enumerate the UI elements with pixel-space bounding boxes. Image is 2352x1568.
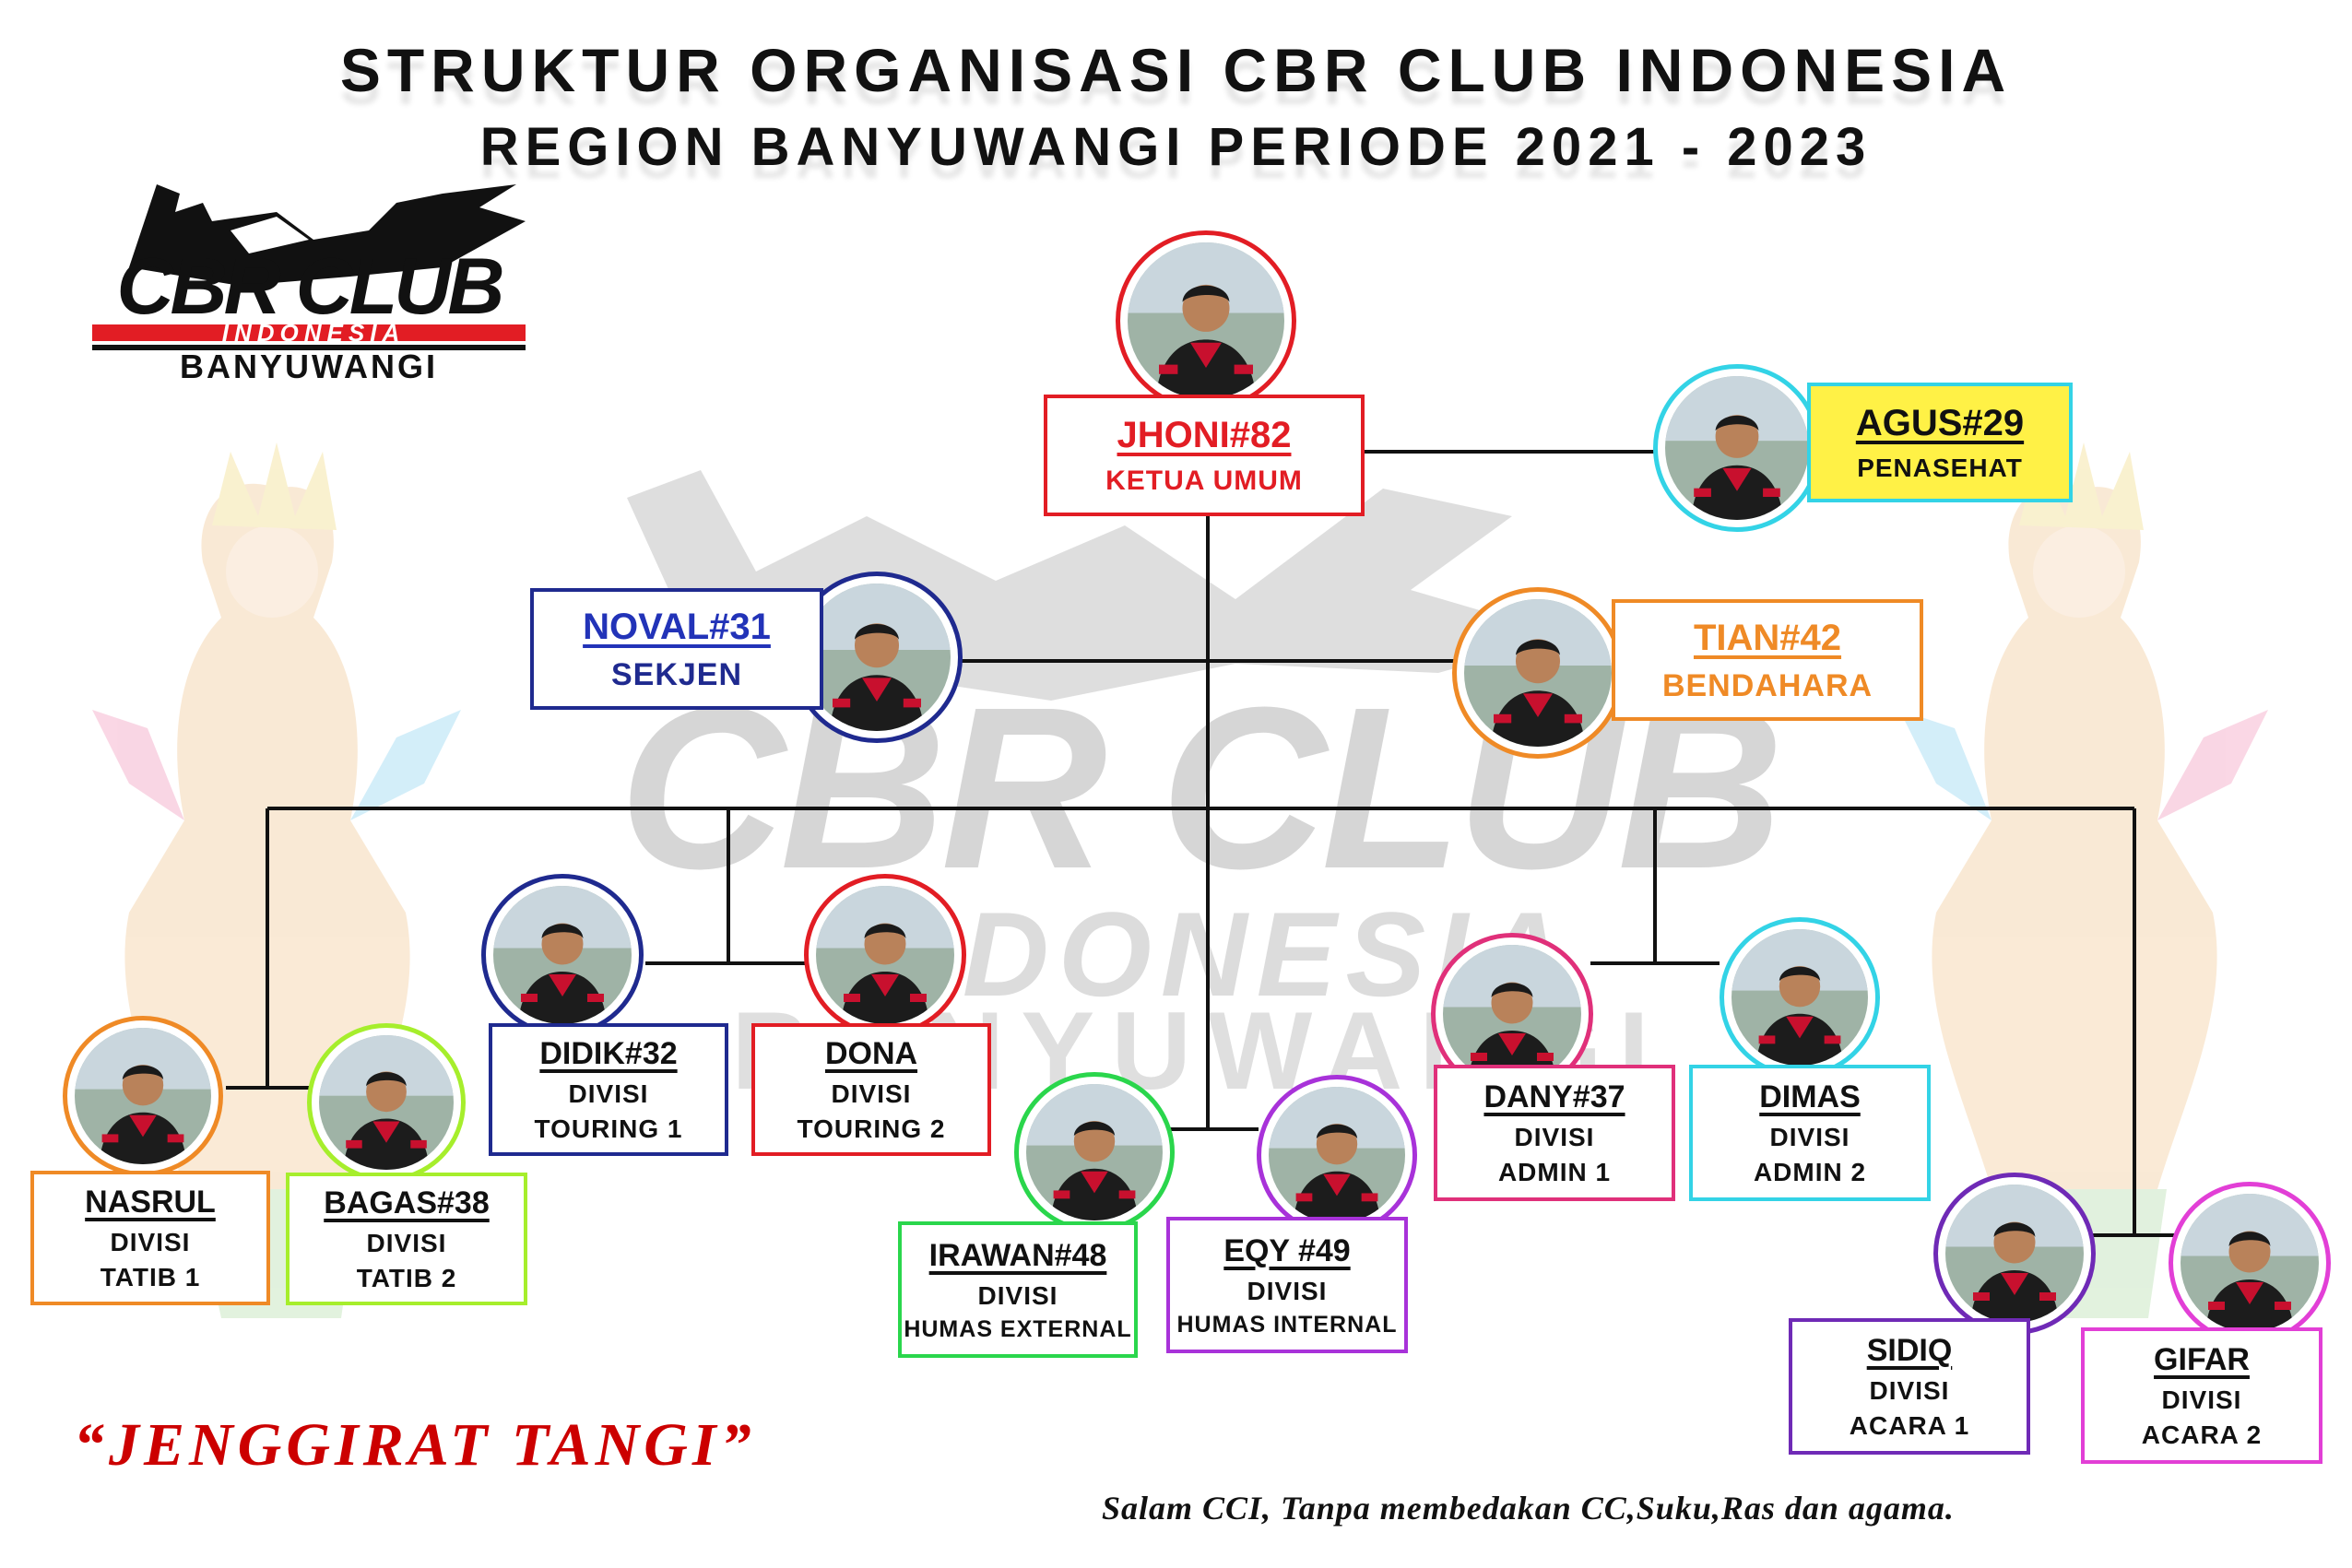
member-name: NASRUL bbox=[85, 1185, 216, 1220]
member-division-label: DIVISI bbox=[831, 1079, 912, 1108]
person-photo-icon bbox=[2181, 1194, 2319, 1332]
photo-didik bbox=[481, 874, 644, 1036]
member-name: DONA bbox=[824, 1036, 918, 1071]
member-division-name: ADMIN 1 bbox=[1497, 1158, 1612, 1186]
member-name: JHONI#82 bbox=[1117, 415, 1292, 455]
photo-tian bbox=[1452, 587, 1624, 759]
member-name: BAGAS#38 bbox=[324, 1185, 490, 1220]
member-division-name: ACARA 2 bbox=[2141, 1421, 2263, 1449]
person-photo-icon bbox=[1443, 945, 1581, 1083]
member-role: SEKJEN bbox=[610, 656, 743, 692]
member-box-nasrul: NASRUL DIVISI TATIB 1 bbox=[30, 1171, 270, 1305]
photo-sidiq bbox=[1933, 1173, 2096, 1335]
member-name: TIAN#42 bbox=[1693, 617, 1842, 658]
club-logo: CBR CLUB INDONESIA BANYUWANGI bbox=[92, 166, 535, 383]
member-division-label: DIVISI bbox=[1869, 1376, 1950, 1405]
member-division-label: DIVISI bbox=[110, 1228, 191, 1256]
member-division-name: TATIB 1 bbox=[100, 1263, 201, 1291]
photo-eqy bbox=[1257, 1075, 1417, 1235]
logo-text-main: CBR CLUB bbox=[116, 242, 504, 331]
member-name: SIDIQ bbox=[1866, 1333, 1953, 1368]
photo-dona bbox=[804, 874, 966, 1036]
member-division-name: ACARA 1 bbox=[1849, 1411, 1970, 1440]
member-division-name: TOURING 2 bbox=[797, 1114, 946, 1143]
member-box-dimas: DIMAS DIVISI ADMIN 2 bbox=[1689, 1065, 1931, 1201]
member-name: NOVAL#31 bbox=[583, 606, 771, 647]
member-box-sidiq: SIDIQ DIVISI ACARA 1 bbox=[1789, 1318, 2030, 1455]
photo-dimas bbox=[1720, 917, 1880, 1078]
person-photo-icon bbox=[1665, 376, 1809, 520]
member-division-name: HUMAS EXTERNAL bbox=[904, 1315, 1132, 1342]
member-name: IRAWAN#48 bbox=[928, 1237, 1107, 1273]
person-photo-icon bbox=[1128, 242, 1284, 399]
member-division-label: DIVISI bbox=[1247, 1276, 1328, 1305]
footer-text: Salam CCI, Tanpa membedakan CC,Suku,Ras … bbox=[1102, 1490, 1955, 1527]
photo-nasrul bbox=[63, 1016, 223, 1176]
person-photo-icon bbox=[493, 886, 632, 1024]
member-name: DANY#37 bbox=[1483, 1079, 1625, 1114]
photo-agus bbox=[1653, 364, 1821, 532]
member-division-name: TATIB 2 bbox=[356, 1264, 457, 1292]
logo-text-region: BANYUWANGI bbox=[180, 348, 438, 385]
member-role: KETUA UMUM bbox=[1105, 466, 1303, 496]
member-division-name: TOURING 1 bbox=[534, 1114, 683, 1143]
member-division-label: DIVISI bbox=[1514, 1123, 1595, 1151]
member-name: AGUS#29 bbox=[1855, 403, 2025, 443]
person-photo-icon bbox=[816, 886, 954, 1024]
member-division-label: DIVISI bbox=[366, 1229, 447, 1257]
member-division-name: HUMAS INTERNAL bbox=[1176, 1311, 1398, 1338]
member-division-label: DIVISI bbox=[977, 1280, 1058, 1310]
person-photo-icon bbox=[1269, 1087, 1405, 1223]
photo-gifar bbox=[2169, 1182, 2331, 1344]
person-photo-icon bbox=[803, 584, 951, 731]
motorbike-silhouette-icon bbox=[92, 184, 526, 350]
member-role: BENDAHARA bbox=[1661, 667, 1873, 703]
person-photo-icon bbox=[1026, 1084, 1163, 1220]
member-box-dona: DONA DIVISI TOURING 2 bbox=[751, 1023, 991, 1156]
title-line-1: STRUKTUR ORGANISASI CBR CLUB INDONESIA bbox=[339, 36, 2013, 104]
photo-jhoni bbox=[1116, 230, 1296, 411]
photo-bagas bbox=[307, 1023, 466, 1182]
member-role: PENASEHAT bbox=[1857, 454, 2023, 482]
person-photo-icon bbox=[1731, 929, 1868, 1066]
member-name: GIFAR bbox=[2154, 1342, 2250, 1377]
member-name: DIDIK#32 bbox=[539, 1036, 678, 1071]
photo-irawan bbox=[1014, 1072, 1175, 1232]
dancer-illustration-right bbox=[1899, 442, 2268, 1318]
member-division-label: DIVISI bbox=[2161, 1385, 2242, 1414]
logo-text-sub: INDONESIA bbox=[221, 319, 406, 347]
member-division-name: ADMIN 2 bbox=[1753, 1158, 1867, 1186]
member-box-gifar: GIFAR DIVISI ACARA 2 bbox=[2081, 1327, 2322, 1464]
person-photo-icon bbox=[1464, 599, 1612, 747]
member-name: DIMAS bbox=[1759, 1079, 1861, 1114]
person-photo-icon bbox=[1945, 1185, 2084, 1323]
title-line-2: REGION BANYUWANGI PERIODE 2021 - 2023 bbox=[479, 117, 1873, 177]
member-division-label: DIVISI bbox=[568, 1079, 649, 1108]
motto-text: “JENGGIRAT TANGI” bbox=[74, 1411, 756, 1479]
person-photo-icon bbox=[75, 1028, 211, 1164]
person-photo-icon bbox=[319, 1035, 454, 1170]
member-division-label: DIVISI bbox=[1769, 1123, 1850, 1151]
member-name: EQY #49 bbox=[1223, 1232, 1351, 1268]
